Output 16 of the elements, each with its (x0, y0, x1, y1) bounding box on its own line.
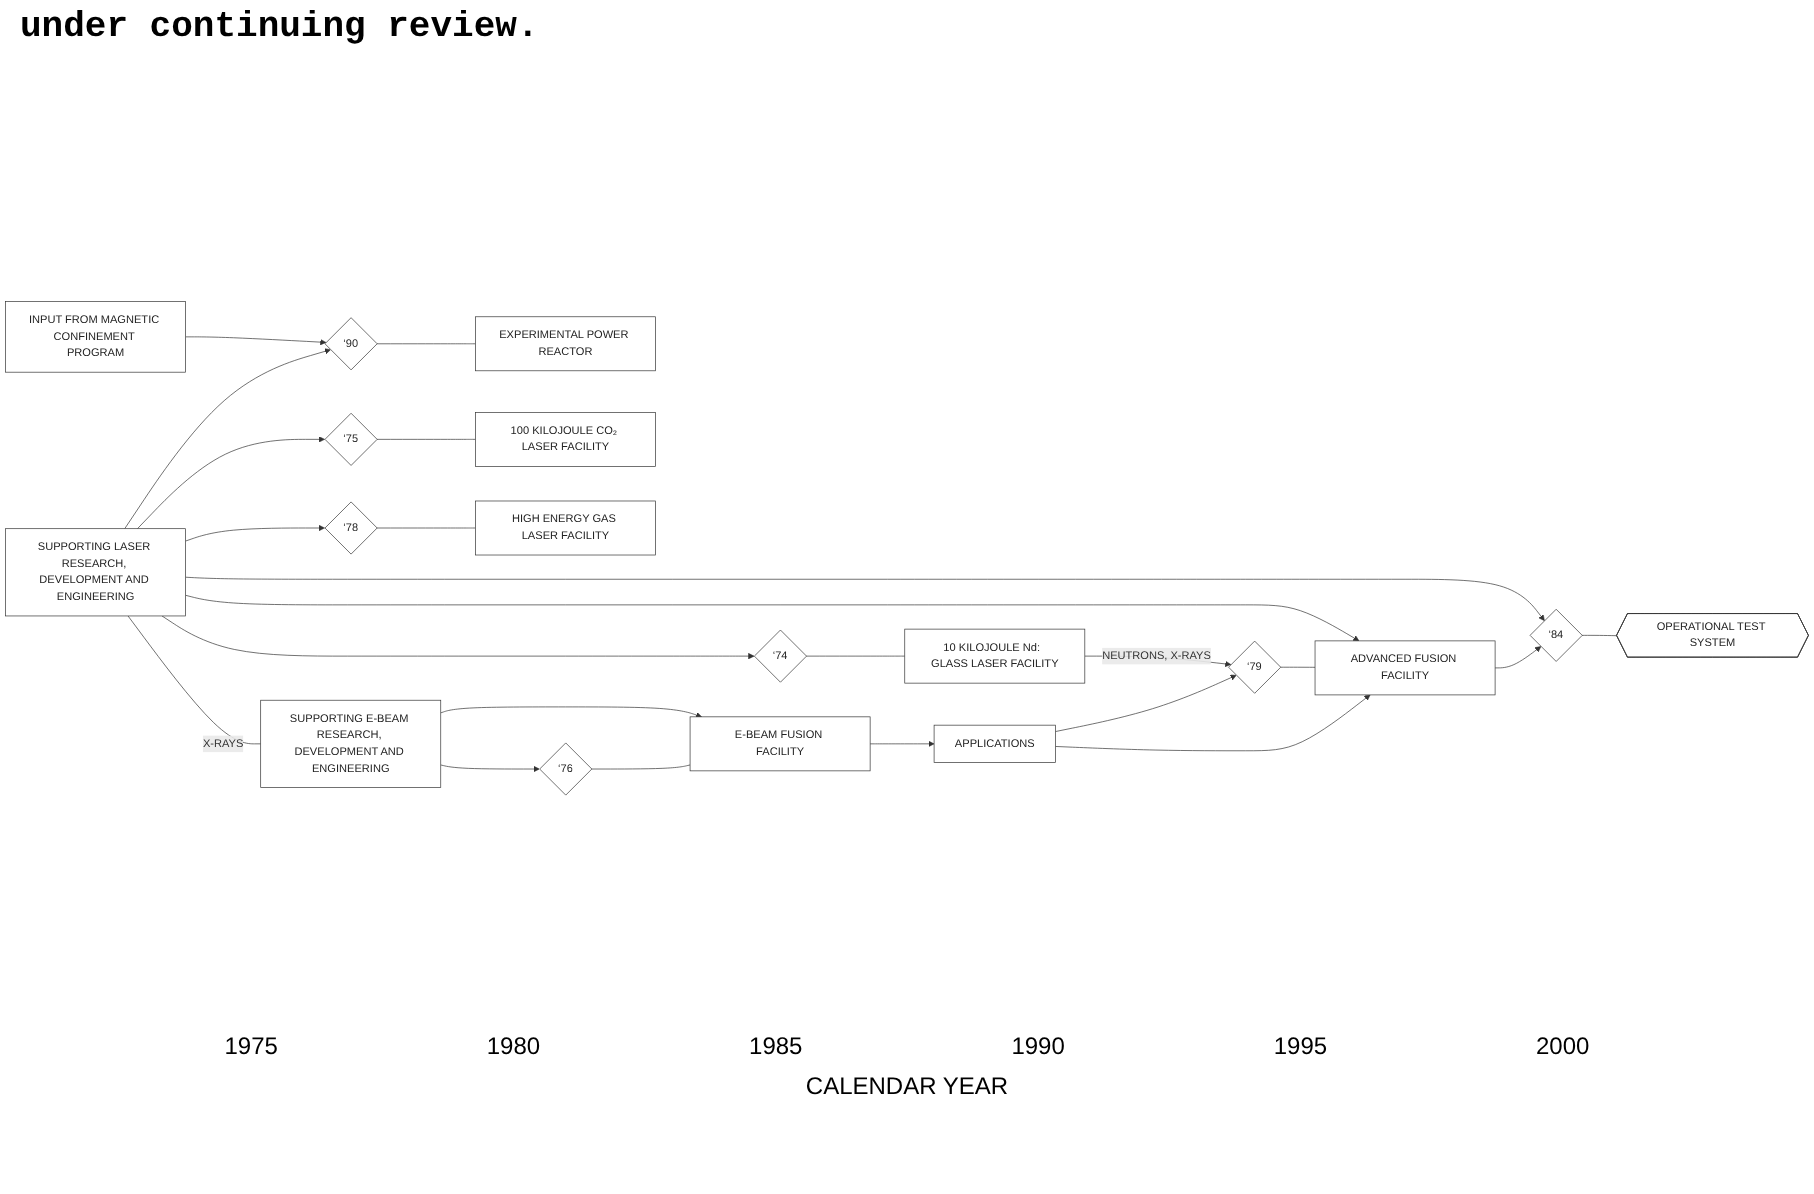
connector (1581, 634, 1618, 636)
year-label: 1975 (224, 1032, 278, 1060)
year-label: 2000 (1536, 1032, 1590, 1060)
heading-text: under continuing review. (20, 8, 539, 48)
connector (1280, 666, 1316, 668)
year-label: 1985 (749, 1032, 803, 1060)
connector (805, 655, 906, 657)
year-label: 1980 (486, 1032, 541, 1060)
connector (376, 343, 476, 344)
connector (376, 438, 476, 440)
connector (127, 615, 262, 744)
axis-title: CALENDAR YEAR (805, 1072, 1009, 1100)
connector (376, 527, 476, 528)
year-label: 1995 (1273, 1032, 1328, 1060)
year-label: 1990 (1011, 1032, 1065, 1060)
connector (591, 764, 691, 770)
